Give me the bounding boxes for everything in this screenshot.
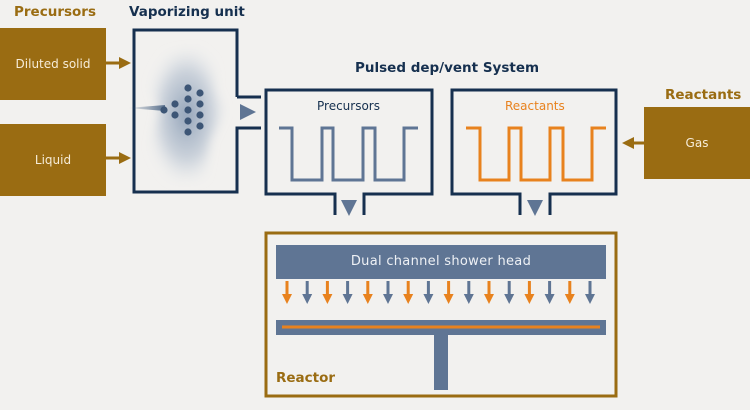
gas-arrow — [622, 137, 644, 149]
blue-flow-arrow — [585, 281, 595, 304]
blue-flow-arrow — [302, 281, 313, 304]
gas-label: Gas — [685, 136, 709, 150]
reactants-pulse-box — [450, 88, 618, 216]
gas-source: Gas — [644, 107, 750, 179]
precursors-pulse-box — [264, 88, 434, 216]
blue-flow-arrow — [342, 281, 353, 304]
shower-head-label: Dual channel shower head — [350, 254, 532, 269]
orange-flow-arrow — [282, 281, 292, 304]
vapor-outlet-arrow — [240, 104, 256, 120]
orange-flow-arrow — [524, 281, 535, 304]
reactor-frame — [264, 231, 618, 398]
droplets — [160, 84, 204, 136]
liquid-source: Liquid — [0, 124, 106, 196]
precursors-heading: Precursors — [14, 4, 96, 20]
orange-flow-arrow — [564, 281, 575, 304]
blue-flow-arrow — [423, 281, 434, 304]
blue-flow-arrow — [463, 281, 474, 304]
blue-flow-arrow — [504, 281, 515, 304]
diluted-solid-source: Diluted solid — [0, 28, 106, 100]
pulsed-system-heading: Pulsed dep/vent System — [355, 60, 540, 76]
reactants-heading: Reactants — [665, 87, 742, 103]
vaporizing-unit — [128, 28, 261, 194]
precursors-pulse-label: Precursors — [317, 99, 380, 113]
precursors-down-arrow — [341, 200, 357, 216]
orange-flow-arrow — [484, 281, 494, 304]
orange-flow-arrow — [362, 281, 373, 304]
orange-flow-arrow — [403, 281, 414, 304]
substrate-stem — [434, 335, 448, 390]
spray-jet — [128, 105, 165, 111]
vaporizing-unit-heading: Vaporizing unit — [129, 4, 245, 20]
shower-arrows — [282, 281, 595, 304]
reactor-label: Reactor — [276, 370, 336, 386]
blue-flow-arrow — [544, 281, 555, 304]
liquid-label: Liquid — [34, 153, 72, 167]
reactor — [264, 231, 618, 398]
liquid-arrow — [106, 152, 131, 164]
reactants-pulse-label: Reactants — [505, 99, 565, 113]
blue-flow-arrow — [383, 281, 393, 304]
orange-flow-arrow — [443, 281, 454, 304]
orange-flow-arrow — [322, 281, 333, 304]
reactants-pulse-wave — [466, 126, 606, 182]
diluted-solid-arrow — [106, 57, 131, 69]
vapor-cloud — [148, 48, 225, 182]
diluted-solid-label: Diluted solid — [15, 57, 91, 71]
precursors-pulse-wave — [279, 126, 418, 182]
reactants-down-arrow — [527, 200, 543, 216]
shower-head — [276, 245, 606, 279]
